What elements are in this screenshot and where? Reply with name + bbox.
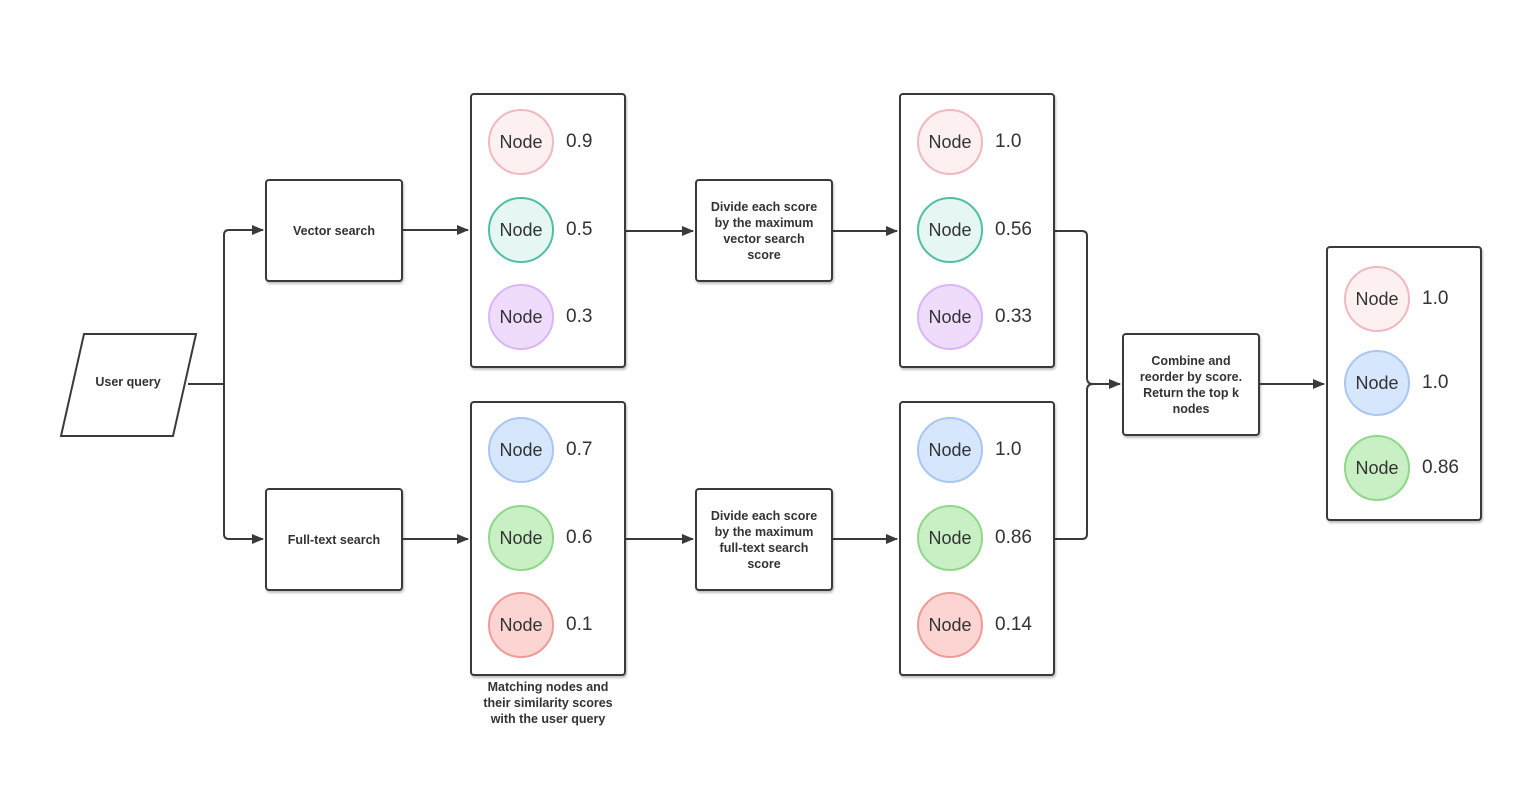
- user-query-shape: [59, 333, 198, 437]
- fulltext-search-box: Full-text search: [265, 488, 403, 591]
- node-label: Node: [928, 306, 972, 327]
- fulltext-result-row: Node 0.6: [472, 505, 624, 575]
- node-circle: Node: [488, 592, 554, 658]
- connector-query-to-vector: [223, 225, 264, 384]
- fulltext-search-label: Full-text search: [287, 532, 381, 547]
- vector-normalized-row: Node 0.56: [901, 197, 1053, 267]
- node-circle: Node: [488, 505, 554, 571]
- node-label: Node: [928, 614, 972, 635]
- node-score: 0.3: [566, 306, 593, 327]
- normalize-vector-line: score: [747, 247, 781, 262]
- node-label: Node: [928, 527, 972, 548]
- combine-line: nodes: [1172, 401, 1210, 416]
- node-circle: Node: [488, 417, 554, 483]
- final-result-row: Node 1.0: [1328, 266, 1480, 336]
- normalize-fulltext-line: by the maximum: [714, 524, 814, 539]
- node-score: 0.56: [995, 219, 1032, 240]
- fulltext-results-panel: Node 0.7 Node 0.6 Node 0.1: [470, 401, 626, 676]
- results-caption: Matching nodes and their similarity scor…: [458, 679, 638, 727]
- normalize-vector-box: Divide each score by the maximum vector …: [695, 179, 833, 282]
- fulltext-normalized-panel: Node 1.0 Node 0.86 Node 0.14: [899, 401, 1055, 676]
- vector-result-row: Node 0.9: [472, 109, 624, 179]
- node-score: 0.86: [995, 527, 1032, 548]
- node-circle: Node: [917, 505, 983, 571]
- node-circle: Node: [917, 197, 983, 263]
- vector-search-box: Vector search: [265, 179, 403, 282]
- normalize-vector-line: vector search: [723, 231, 805, 246]
- final-results-panel: Node 1.0 Node 1.0 Node 0.86: [1326, 246, 1482, 521]
- fulltext-normalized-row: Node 1.0: [901, 417, 1053, 487]
- normalize-fulltext-box: Divide each score by the maximum full-te…: [695, 488, 833, 591]
- node-score: 1.0: [1422, 372, 1449, 393]
- node-label: Node: [499, 614, 543, 635]
- vector-results-panel: Node 0.9 Node 0.5 Node 0.3: [470, 93, 626, 368]
- connector-query-to-fulltext: [223, 384, 264, 544]
- node-label: Node: [499, 131, 543, 152]
- combine-line: Return the top k: [1143, 385, 1239, 400]
- vector-result-row: Node 0.5: [472, 197, 624, 267]
- node-score: 1.0: [995, 131, 1022, 152]
- node-circle: Node: [917, 592, 983, 658]
- node-score: 0.1: [566, 614, 593, 635]
- node-score: 1.0: [1422, 288, 1449, 309]
- node-label: Node: [1355, 372, 1399, 393]
- node-score: 0.14: [995, 614, 1032, 635]
- node-label: Node: [499, 527, 543, 548]
- vector-result-row: Node 0.3: [472, 284, 624, 354]
- node-label: Node: [499, 439, 543, 460]
- node-label: Node: [928, 219, 972, 240]
- node-circle: Node: [1344, 266, 1410, 332]
- fulltext-result-row: Node 0.7: [472, 417, 624, 487]
- node-circle: Node: [917, 109, 983, 175]
- combine-line: reorder by score.: [1139, 369, 1243, 384]
- connector-fulltext-normalized-to-combine: [1054, 383, 1094, 540]
- node-score: 0.7: [566, 439, 593, 460]
- results-caption-line: Matching nodes and: [487, 680, 609, 694]
- node-score: 1.0: [995, 439, 1022, 460]
- node-circle: Node: [917, 417, 983, 483]
- vector-search-label: Vector search: [293, 223, 375, 238]
- vector-normalized-row: Node 0.33: [901, 284, 1053, 354]
- node-circle: Node: [488, 284, 554, 350]
- node-score: 0.86: [1422, 457, 1459, 478]
- vector-normalized-panel: Node 1.0 Node 0.56 Node 0.33: [899, 93, 1055, 368]
- node-label: Node: [499, 306, 543, 327]
- normalize-fulltext-line: score: [747, 556, 781, 571]
- final-result-row: Node 0.86: [1328, 435, 1480, 505]
- normalize-fulltext-line: Divide each score: [710, 508, 818, 523]
- node-label: Node: [928, 131, 972, 152]
- node-score: 0.9: [566, 131, 593, 152]
- node-score: 0.6: [566, 527, 593, 548]
- node-circle: Node: [1344, 435, 1410, 501]
- user-query-label: User query: [95, 375, 161, 389]
- node-label: Node: [1355, 288, 1399, 309]
- normalize-vector-line: by the maximum: [714, 215, 814, 230]
- node-score: 0.5: [566, 219, 593, 240]
- fulltext-normalized-row: Node 0.86: [901, 505, 1053, 575]
- combine-line: Combine and: [1151, 353, 1231, 368]
- normalize-fulltext-line: full-text search: [719, 540, 809, 555]
- node-circle: Node: [917, 284, 983, 350]
- node-score: 0.33: [995, 306, 1032, 327]
- node-label: Node: [499, 219, 543, 240]
- fulltext-normalized-row: Node 0.14: [901, 592, 1053, 662]
- fulltext-result-row: Node 0.1: [472, 592, 624, 662]
- combine-box: Combine and reorder by score. Return the…: [1122, 333, 1260, 436]
- node-circle: Node: [488, 197, 554, 263]
- node-label: Node: [1355, 457, 1399, 478]
- node-label: Node: [928, 439, 972, 460]
- normalize-vector-line: Divide each score: [710, 199, 818, 214]
- node-circle: Node: [488, 109, 554, 175]
- vector-normalized-row: Node 1.0: [901, 109, 1053, 179]
- connector-vector-normalized-to-combine: [1054, 230, 1121, 389]
- final-result-row: Node 1.0: [1328, 350, 1480, 420]
- results-caption-line: their similarity scores: [483, 696, 613, 710]
- node-circle: Node: [1344, 350, 1410, 416]
- results-caption-line: with the user query: [490, 712, 606, 726]
